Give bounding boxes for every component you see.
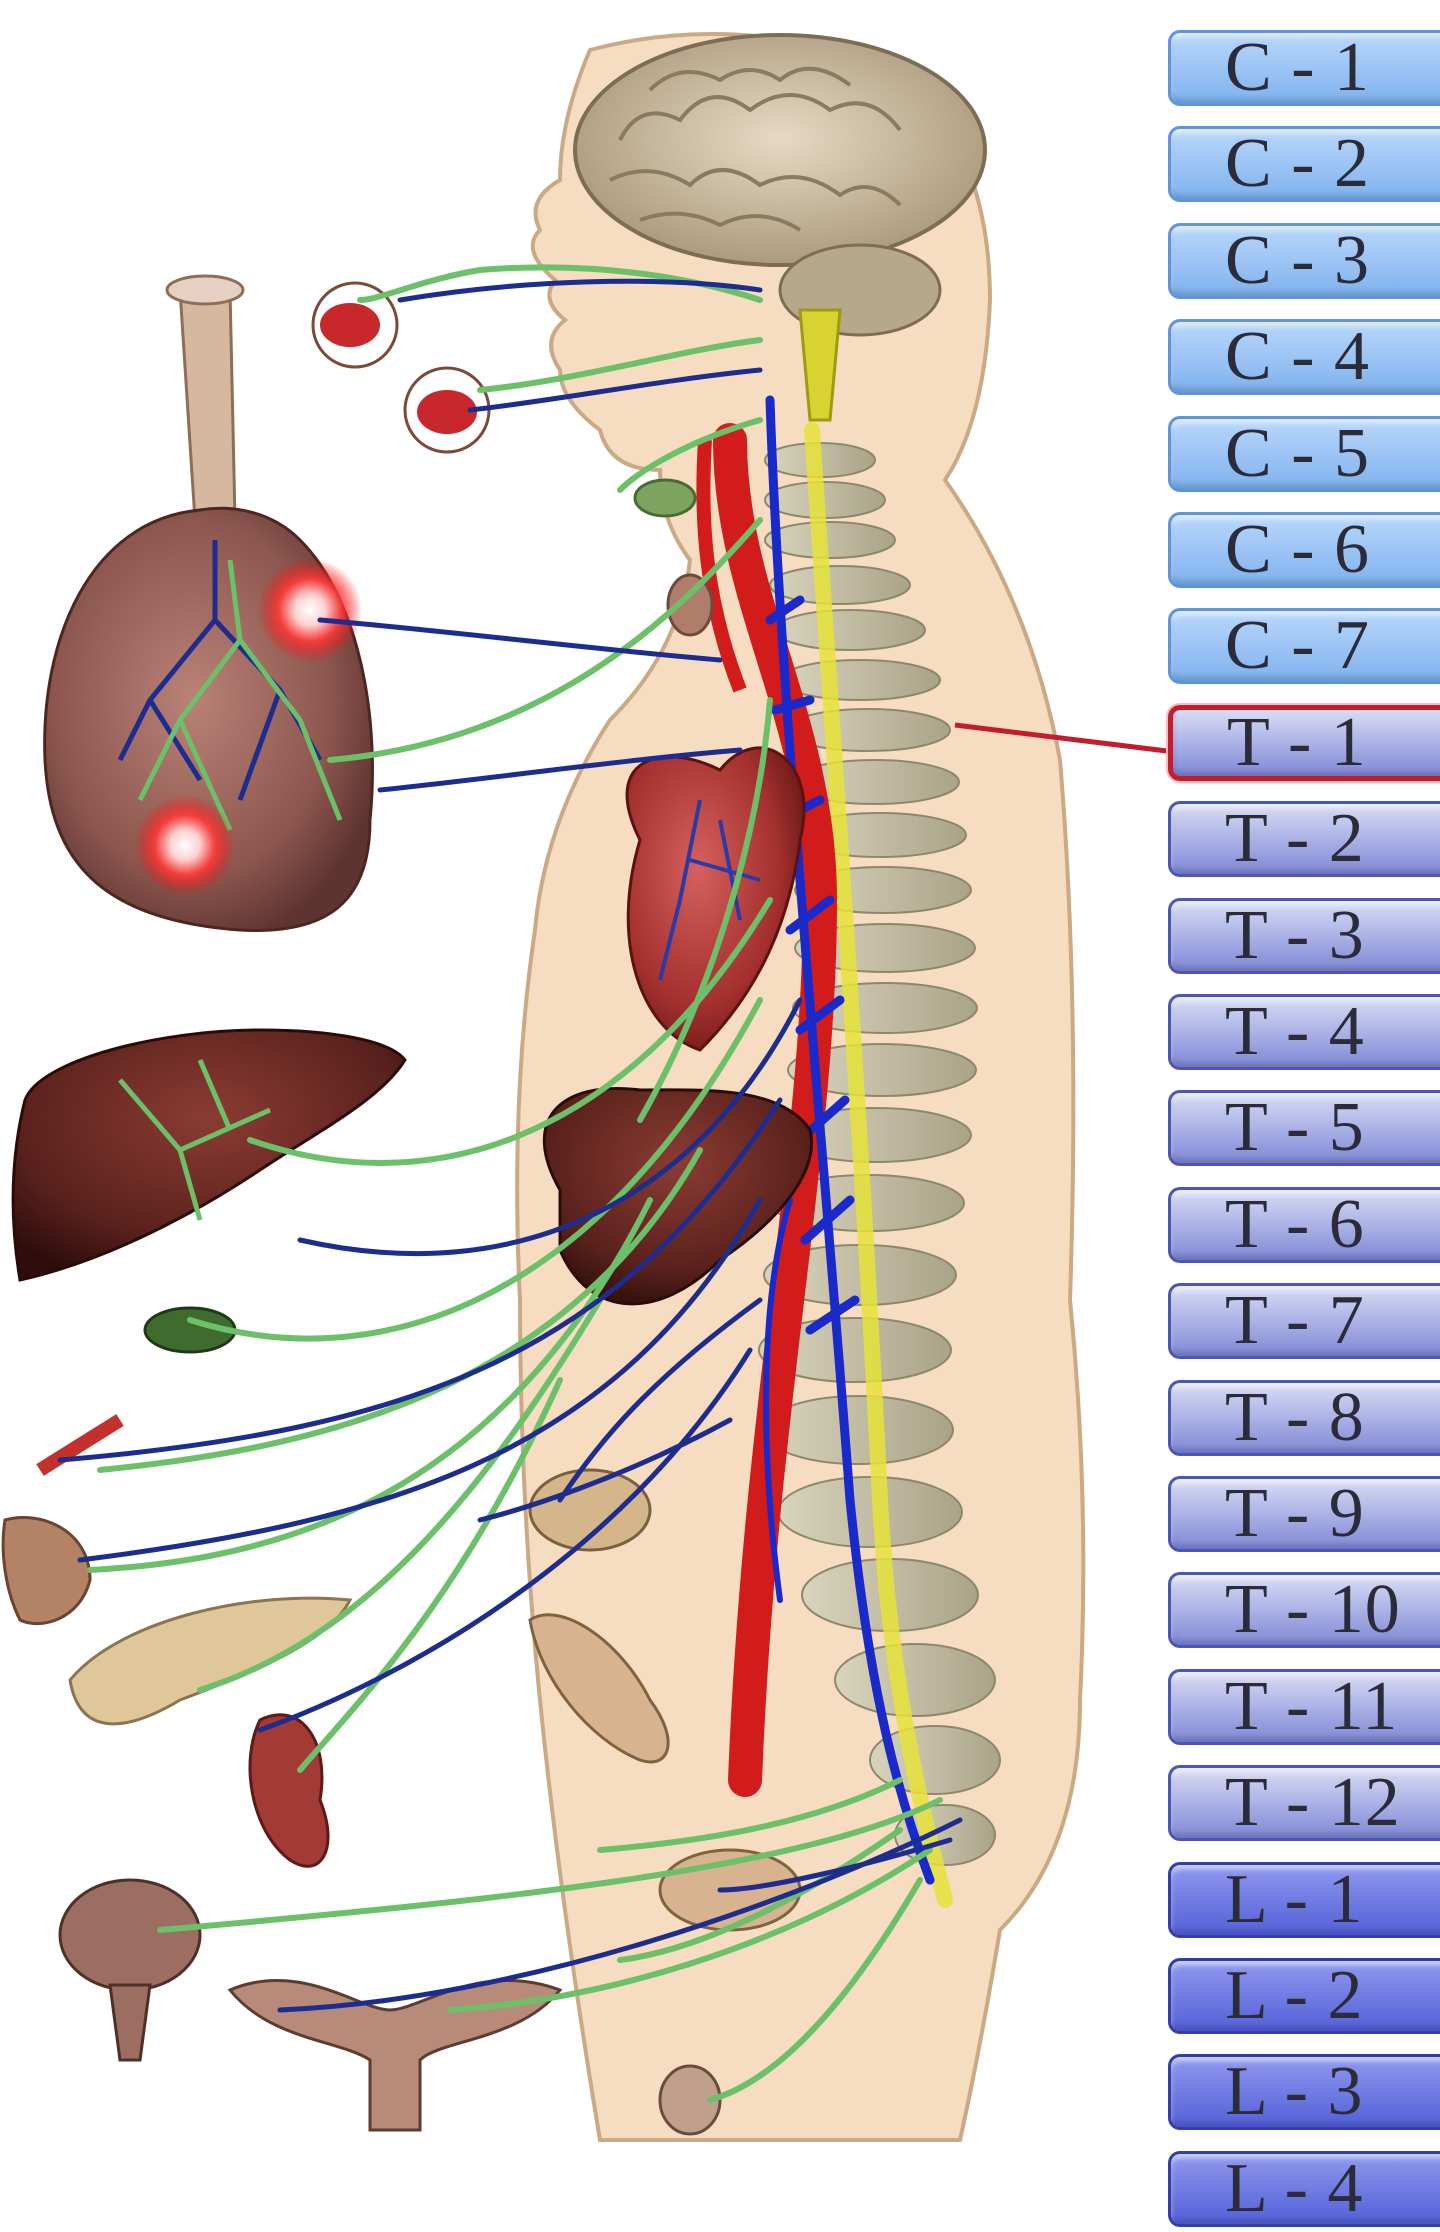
- vertebra-label-t-5: T - 5: [1168, 1090, 1440, 1166]
- vertebra-label-t-6: T - 6: [1168, 1187, 1440, 1263]
- vertebra-label-c-4: C - 4: [1168, 319, 1440, 395]
- vertebra-label-t-7: T - 7: [1168, 1283, 1440, 1359]
- vertebra-label-t-10: T - 10: [1168, 1572, 1440, 1648]
- kidney: [250, 1715, 328, 1866]
- pancreas: [70, 1598, 350, 1724]
- vertebra-label-t-11: T - 11: [1168, 1669, 1440, 1745]
- liver-left: [13, 1030, 405, 1280]
- lung-inflammation-upper: [258, 558, 362, 662]
- vertebra-label-c-2: C - 2: [1168, 126, 1440, 202]
- vertebra-label-t-2: T - 2: [1168, 801, 1440, 877]
- vertebra-label-c-6: C - 6: [1168, 512, 1440, 588]
- vertebra-label-t-3: T - 3: [1168, 898, 1440, 974]
- vertebra-label-c-3: C - 3: [1168, 223, 1440, 299]
- vertebra-label-t-8: T - 8: [1168, 1380, 1440, 1456]
- vertebra-label-t-1: T - 1: [1168, 705, 1440, 781]
- spleen: [3, 1518, 90, 1624]
- bladder: [60, 1880, 200, 1990]
- brain: [575, 35, 985, 265]
- trachea: [180, 290, 235, 520]
- vertebra-label-c-5: C - 5: [1168, 416, 1440, 492]
- vertebra-label-column: C - 1 C - 2 C - 3 C - 4 C - 5 C - 6 C - 7 T - 1…: [1168, 30, 1440, 2232]
- salivary-gland: [635, 480, 695, 516]
- vertebra-label-t-12: T - 12: [1168, 1765, 1440, 1841]
- vertebra-label-l-3: L - 3: [1168, 2054, 1440, 2130]
- vertebra-label-l-4: L - 4: [1168, 2151, 1440, 2227]
- bile-duct: [40, 1420, 120, 1470]
- lung-inflammation-lower: [135, 795, 235, 895]
- vertebra-label-l-1: L - 1: [1168, 1862, 1440, 1938]
- vertebra-label-l-2: L - 2: [1168, 1958, 1440, 2034]
- vertebra-label-t-4: T - 4: [1168, 994, 1440, 1070]
- vertebra-label-t-9: T - 9: [1168, 1476, 1440, 1552]
- vertebra-label-c-1: C - 1: [1168, 30, 1440, 106]
- vertebra-label-c-7: C - 7: [1168, 608, 1440, 684]
